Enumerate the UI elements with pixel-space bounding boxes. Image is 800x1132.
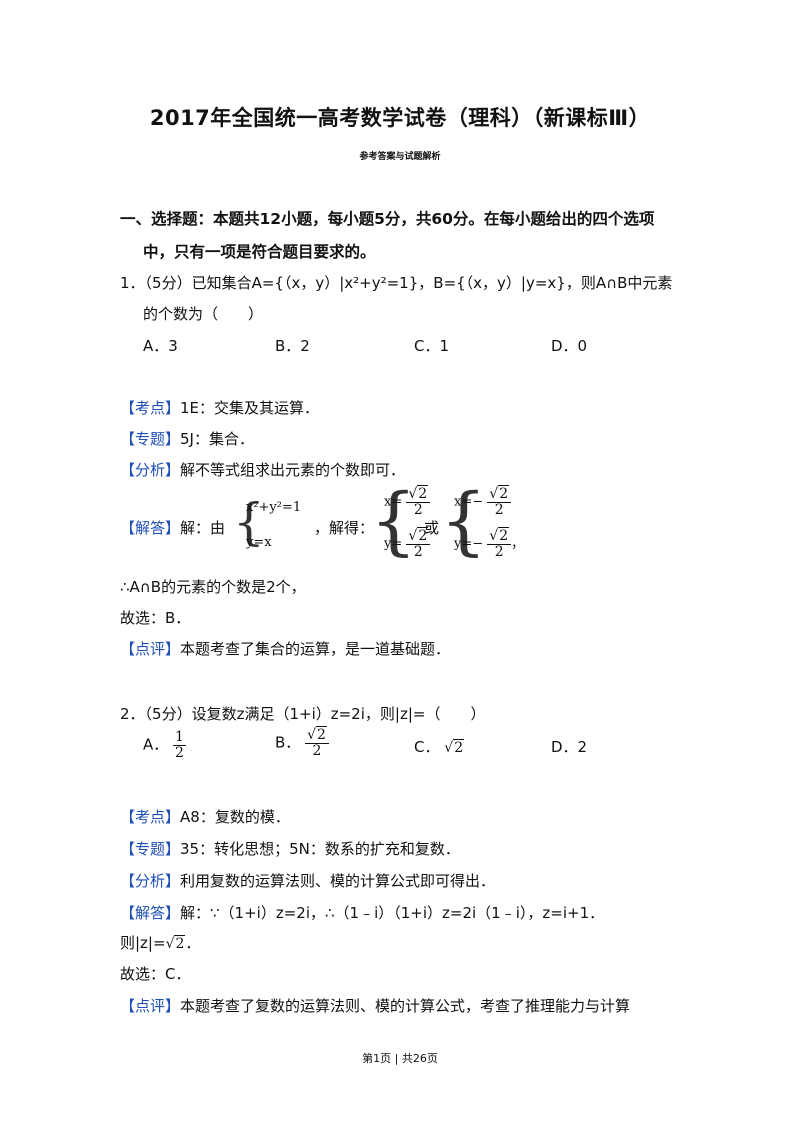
q2-stem: 2．（5分）设复数z满足（1+i）z=2i，则|z|=（ ） <box>120 705 486 723</box>
q1-option-a: A．3 <box>143 337 178 355</box>
q2-modulus: 则|z|=√2． <box>120 934 201 952</box>
q1-kaodian: 【考点】1E：交集及其运算． <box>120 399 320 417</box>
q2-jieda: 【解答】解：∵（1+i）z=2i，∴（1﹣i）（1+i）z=2i（1﹣i），z=… <box>120 904 605 922</box>
section-heading-line2: 中，只有一项是符合题目要求的。 <box>143 243 376 261</box>
q1-stem-line2: 的个数为（ ） <box>143 305 264 323</box>
q2-zhuanti: 【专题】35：转化思想；5N：数系的扩充和复数． <box>120 840 460 858</box>
q1-zhuanti: 【专题】5J：集合． <box>120 430 254 448</box>
q1-stem-line1: 1．（5分）已知集合A={（x，y）|x²+y²=1}，B={（x，y）|y=x… <box>120 274 673 292</box>
q2-zhuanti-tag: 【专题】 <box>120 840 181 858</box>
q2-dianping: 【点评】本题考查了复数的运算法则、模的计算公式，考查了推理能力与计算 <box>120 997 631 1015</box>
page-footer: 第1页 | 共26页 <box>362 1052 438 1065</box>
q1-option-d: D．0 <box>551 337 588 355</box>
q1-fenxi-tag: 【分析】 <box>120 461 181 479</box>
page-title: 2017年全国统一高考数学试卷（理科）（新课标Ⅲ） <box>149 106 651 130</box>
q2-kaodian: 【考点】A8：复数的模． <box>120 808 290 826</box>
q2-dianping-tag: 【点评】 <box>120 997 181 1015</box>
q1-fenxi: 【分析】解不等式组求出元素的个数即可． <box>120 461 406 479</box>
q2-option-d: D．2 <box>551 738 588 756</box>
q1-option-c: C．1 <box>414 337 450 355</box>
q2-jieda-tag: 【解答】 <box>120 904 181 922</box>
q2-kaodian-tag: 【考点】 <box>120 808 181 826</box>
q1-dianping: 【点评】本题考查了集合的运算，是一道基础题． <box>120 640 451 658</box>
q1-system-eq1: x²+y²=1 <box>246 500 302 515</box>
q1-jieda-label: 【解答】解：由 <box>120 519 226 537</box>
q1-jieda-mid: ，解得： <box>314 519 375 537</box>
q1-dianping-tag: 【点评】 <box>120 640 181 658</box>
q2-fenxi: 【分析】利用复数的运算法则、模的计算公式即可得出． <box>120 872 496 890</box>
q1-choice: 故选：B． <box>120 609 191 627</box>
q2-fenxi-tag: 【分析】 <box>120 872 181 890</box>
q1-result: ∴A∩B的元素的个数是2个， <box>120 578 306 596</box>
q1-zhuanti-tag: 【专题】 <box>120 430 181 448</box>
q1-option-b: B．2 <box>275 337 310 355</box>
q1-or: 或 <box>424 519 440 537</box>
q1-system-eq2: y=x <box>246 535 272 550</box>
section-heading-line1: 一、选择题：本题共12小题，每小题5分，共60分。在每小题给出的四个选项 <box>120 210 655 228</box>
q1-kaodian-tag: 【考点】 <box>120 399 181 417</box>
q1-jieda-tag: 【解答】 <box>120 519 181 537</box>
q2-choice: 故选：C． <box>120 965 191 983</box>
page-subtitle: 参考答案与试题解析 <box>359 152 441 162</box>
q2-option-c: C． √2 <box>414 738 465 756</box>
